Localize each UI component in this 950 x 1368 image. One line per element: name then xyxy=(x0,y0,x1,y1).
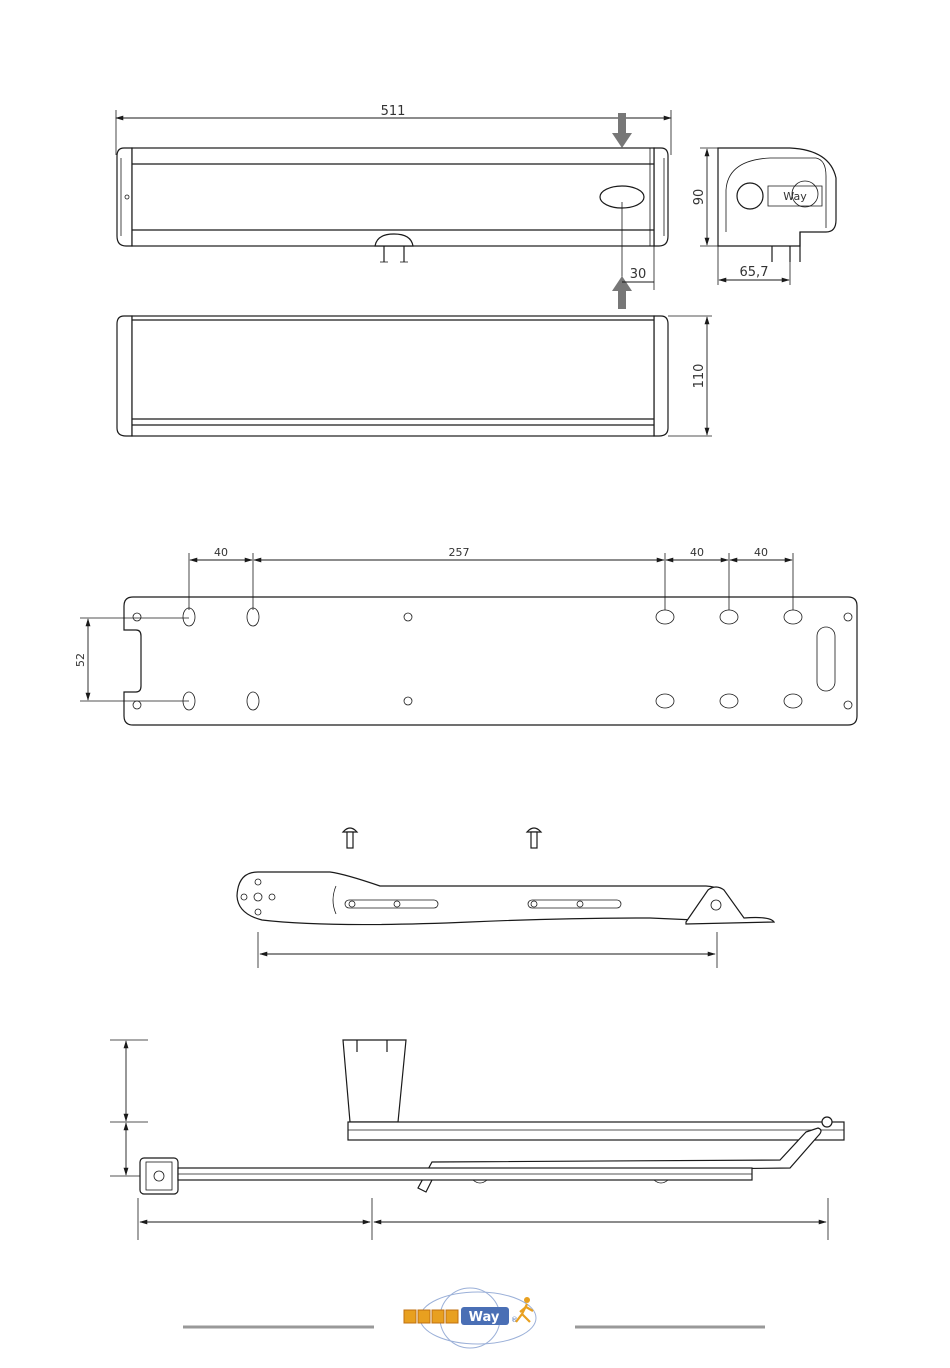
front-cover xyxy=(132,316,654,436)
offset-dimension-label: 30 xyxy=(630,267,647,282)
depth-dimension-label: 65,7 xyxy=(740,265,769,280)
operator-side-view: 90 Way 65,7 xyxy=(692,148,836,285)
plate-vertical-spacing-label: 52 xyxy=(74,653,87,667)
slide-rail xyxy=(348,1122,844,1140)
plate-spacing-1-label: 40 xyxy=(214,546,228,559)
operator-front-view: 110 xyxy=(117,316,712,436)
front-height-dimension-label: 110 xyxy=(692,364,707,389)
side-profile xyxy=(718,148,836,246)
arm-assembly-view xyxy=(237,828,774,968)
left-end-cap xyxy=(117,148,132,246)
walking-person-icon xyxy=(516,1297,533,1322)
plate-spacing-3-label: 40 xyxy=(690,546,704,559)
arm xyxy=(237,872,740,925)
slide-rail-view xyxy=(110,1040,844,1240)
door-bracket xyxy=(343,1040,406,1122)
plate-spacing-4-label: 40 xyxy=(754,546,768,559)
plate-spacing-2-label: 257 xyxy=(449,546,470,559)
length-dimension-label: 511 xyxy=(381,104,406,119)
footer: Way ® xyxy=(183,1288,765,1348)
screw-icon xyxy=(343,828,357,848)
right-end-cap xyxy=(654,148,668,246)
operator-top-view: 511 30 xyxy=(116,104,671,309)
side-circle xyxy=(737,183,763,209)
operator-body xyxy=(132,148,654,246)
company-logo: Way ® xyxy=(404,1288,536,1348)
mounting-plate xyxy=(124,597,857,725)
side-logo-label: Way xyxy=(783,190,807,203)
height-dimension-label: 90 xyxy=(692,189,707,206)
logo-wordmark: Way xyxy=(469,1310,500,1325)
screw-icon xyxy=(527,828,541,848)
mounting-plate-view: 40 257 40 40 52 xyxy=(74,546,857,725)
